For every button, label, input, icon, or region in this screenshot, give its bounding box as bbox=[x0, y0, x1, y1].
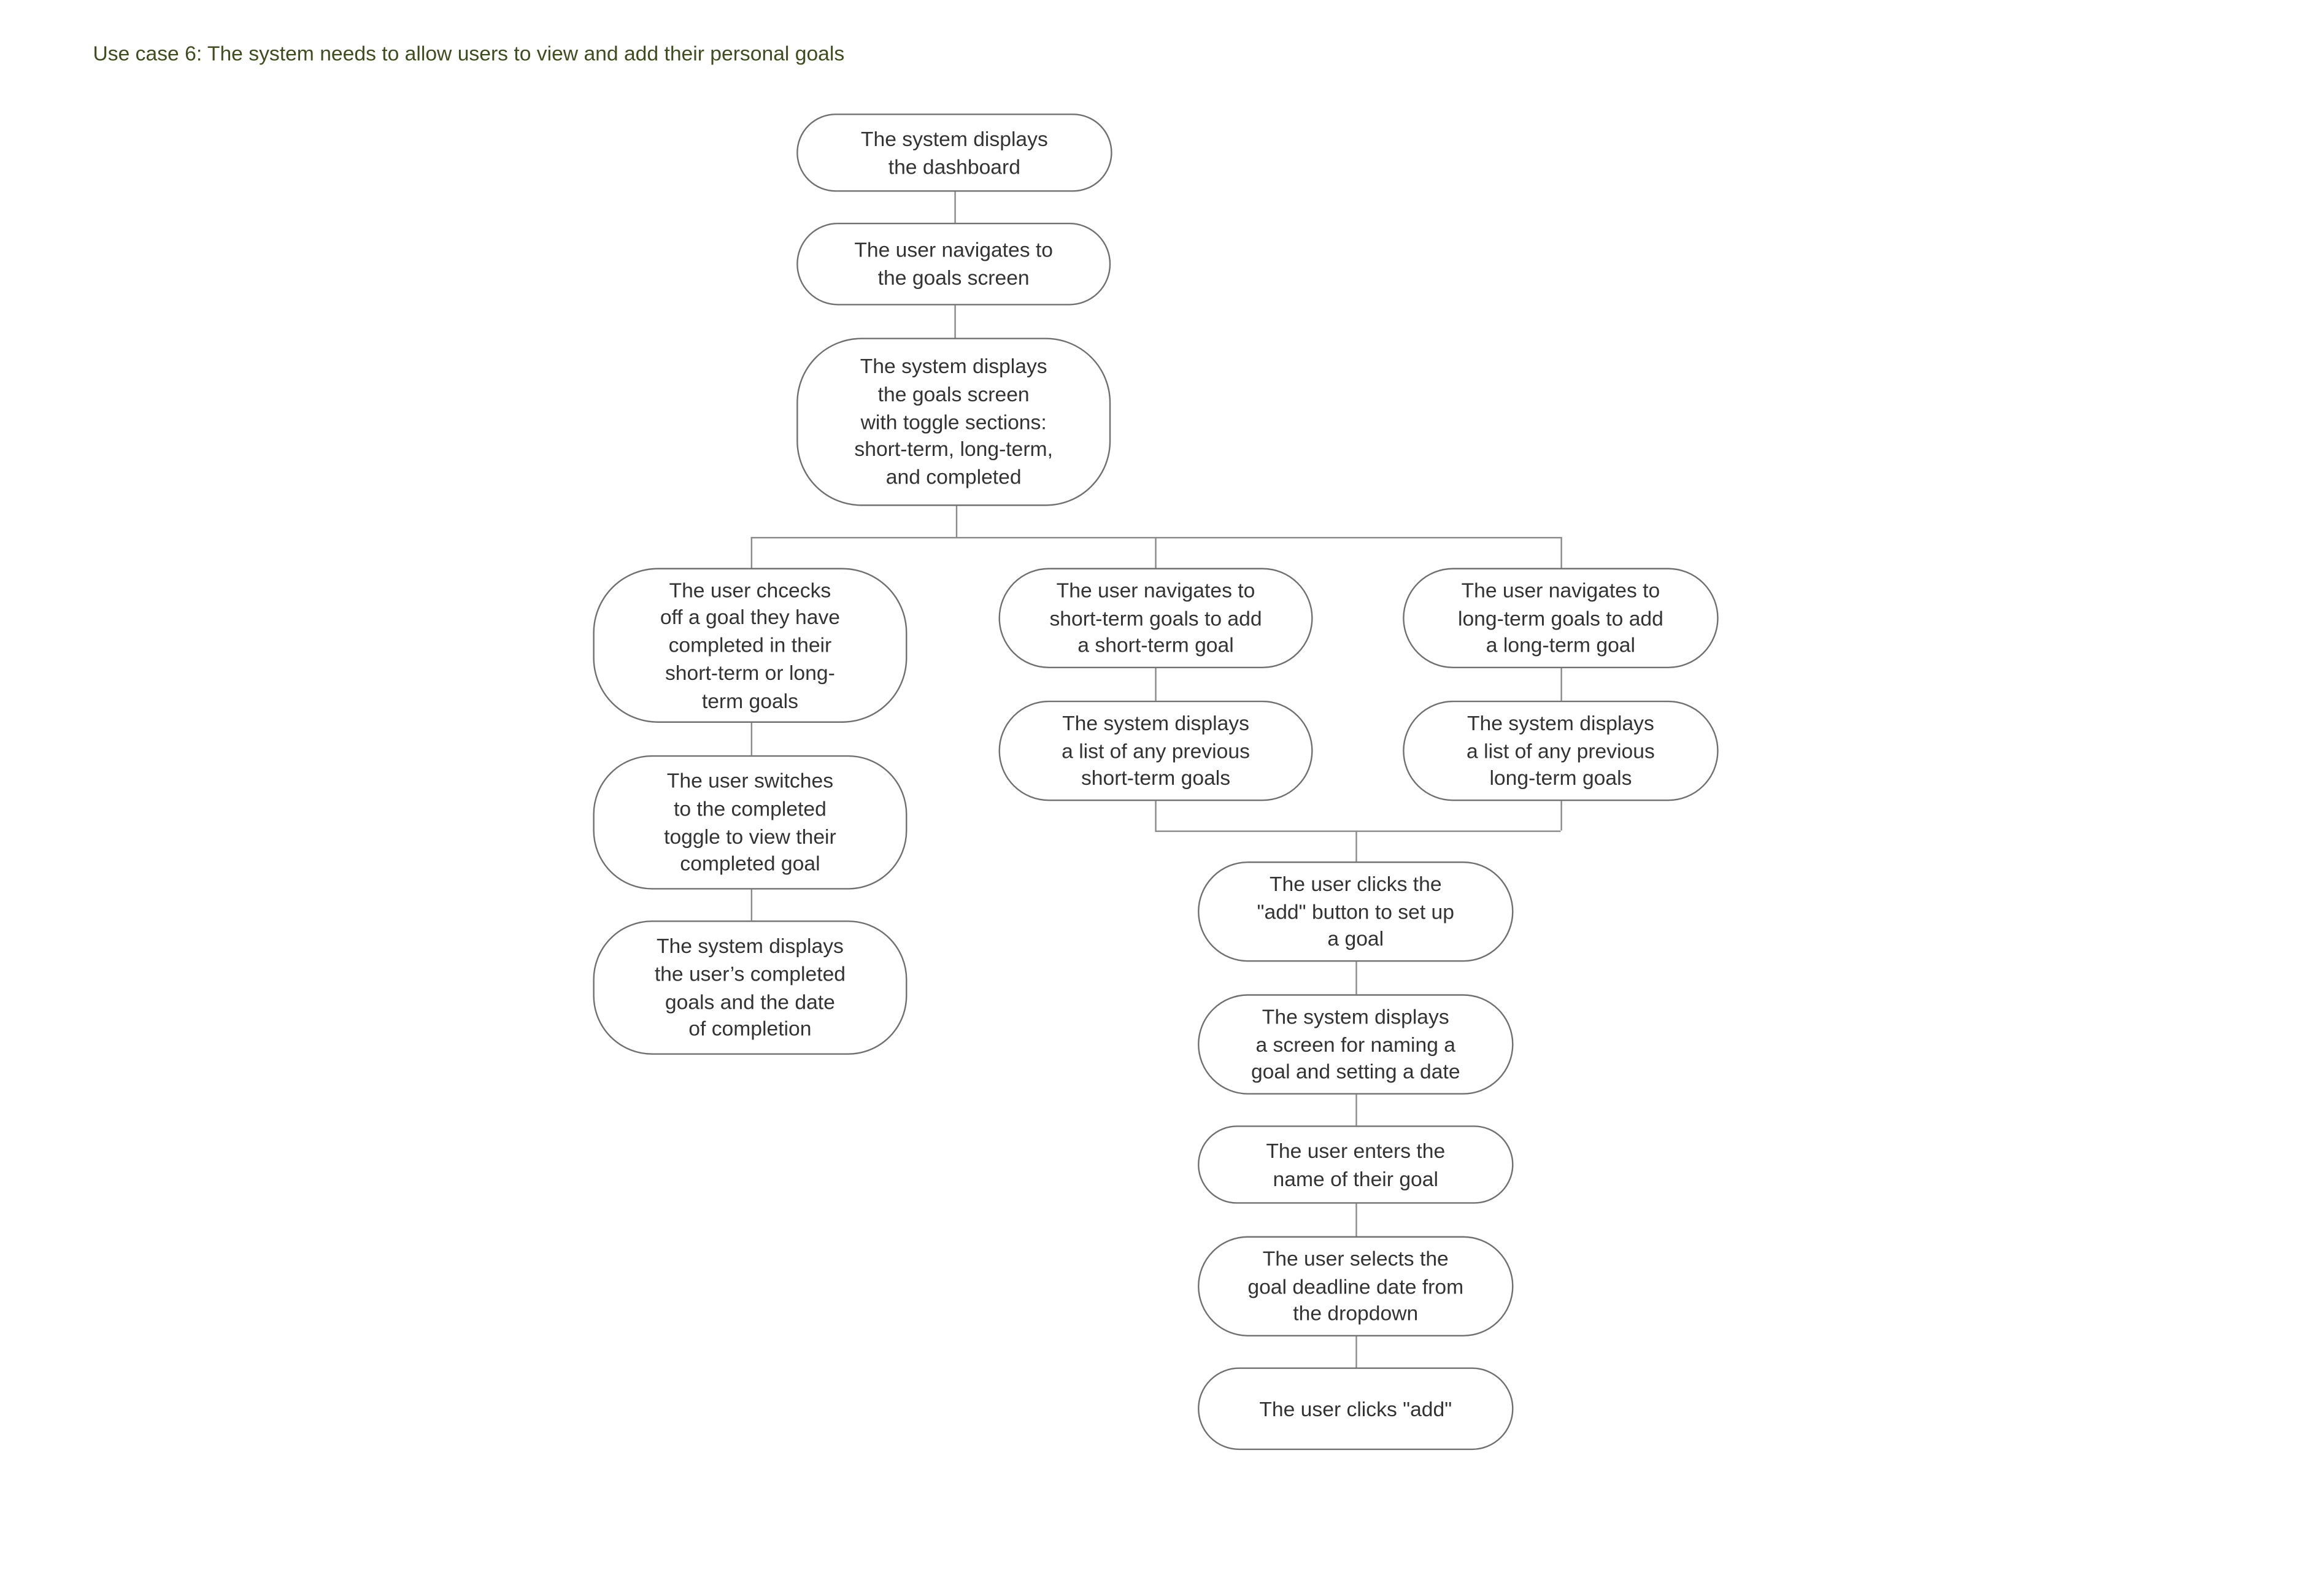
connector bbox=[1355, 1203, 1357, 1236]
step-select-deadline: The user selects the goal deadline date … bbox=[1198, 1236, 1514, 1337]
connector bbox=[750, 537, 753, 568]
connector bbox=[1560, 537, 1562, 568]
connector bbox=[954, 305, 956, 338]
step-list-long-term: The system displays a list of any previo… bbox=[1403, 700, 1719, 801]
step-navigate-long-term: The user navigates to long-term goals to… bbox=[1403, 568, 1719, 669]
connector bbox=[1155, 537, 1157, 568]
step-enter-goal-name: The user enters the name of their goal bbox=[1198, 1125, 1514, 1204]
step-check-off-goal: The user chcecks off a goal they have co… bbox=[593, 568, 908, 723]
step-switch-completed: The user switches to the completed toggl… bbox=[593, 755, 908, 890]
connector bbox=[1355, 830, 1357, 862]
step-display-naming-screen: The system displays a screen for naming … bbox=[1198, 994, 1514, 1095]
step-display-dashboard: The system displays the dashboard bbox=[796, 114, 1112, 192]
step-list-short-term: The system displays a list of any previo… bbox=[998, 700, 1313, 801]
connector bbox=[954, 191, 956, 223]
connector bbox=[1355, 962, 1357, 995]
connector bbox=[1355, 1336, 1357, 1368]
connector bbox=[1155, 668, 1157, 701]
connector bbox=[1560, 668, 1562, 701]
step-navigate-goals: The user navigates to the goals screen bbox=[796, 223, 1111, 306]
diagram-title: Use case 6: The system needs to allow us… bbox=[93, 41, 845, 65]
connector bbox=[955, 506, 958, 538]
step-navigate-short-term: The user navigates to short-term goals t… bbox=[998, 568, 1313, 669]
step-click-add: The user clicks "add" bbox=[1198, 1367, 1514, 1451]
connector bbox=[750, 722, 753, 755]
connector bbox=[1560, 801, 1562, 831]
step-click-add-button: The user clicks the "add" button to set … bbox=[1198, 861, 1514, 962]
connector bbox=[1155, 801, 1157, 831]
connector bbox=[1155, 830, 1561, 832]
step-display-goals-screen: The system displays the goals screen wit… bbox=[796, 337, 1111, 506]
connector bbox=[750, 889, 753, 921]
connector bbox=[1355, 1094, 1357, 1126]
step-display-completed: The system displays the user’s completed… bbox=[593, 920, 908, 1055]
